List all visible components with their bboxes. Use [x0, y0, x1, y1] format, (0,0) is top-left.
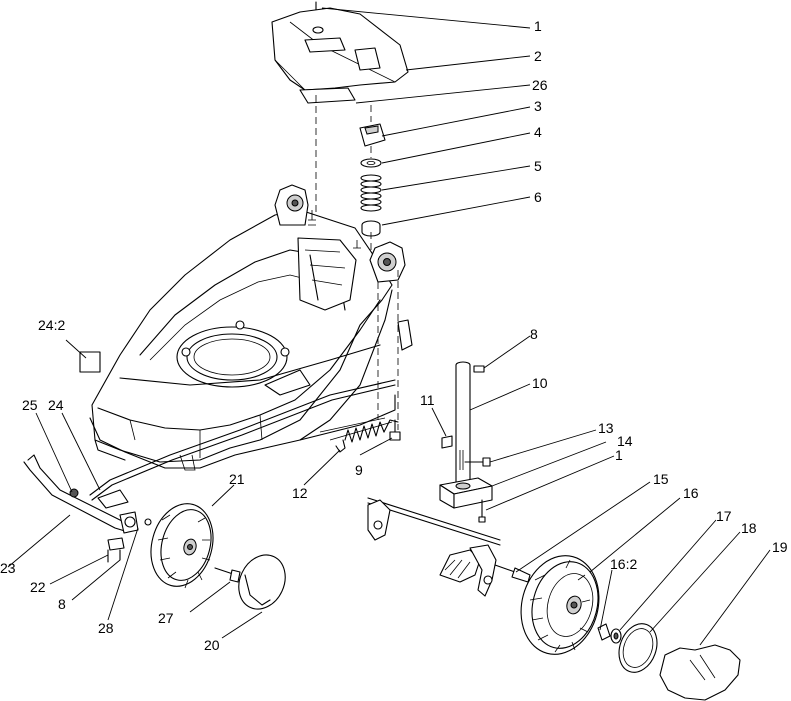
callout-4: 4	[534, 124, 542, 140]
callout-3: 3	[534, 98, 542, 114]
front-height-lever	[23, 379, 396, 563]
callout-25: 25	[22, 397, 38, 413]
callout-1-lower: 1	[615, 447, 623, 463]
callout-18: 18	[741, 520, 757, 536]
callout-26: 26	[532, 77, 548, 93]
callout-16-2: 16:2	[610, 556, 637, 572]
callout-22: 22	[30, 579, 46, 595]
callout-20: 20	[204, 637, 220, 653]
callout-15: 15	[653, 471, 669, 487]
callout-14: 14	[617, 433, 633, 449]
callout-9: 9	[355, 462, 363, 478]
callout-17: 17	[716, 508, 732, 524]
height-adjust-post	[439, 361, 493, 523]
leader-lines	[7, 7, 771, 646]
mower-deck	[89, 184, 413, 471]
handle-cover-assembly	[271, 1, 409, 430]
deck-spring	[335, 419, 401, 453]
callout-6: 6	[534, 189, 542, 205]
callout-24-2: 24:2	[38, 317, 65, 333]
callout-10: 10	[532, 375, 548, 391]
callout-8-bottom: 8	[58, 596, 66, 612]
callout-11: 11	[420, 392, 435, 408]
callout-8-top: 8	[530, 326, 538, 342]
rear-wheel	[520, 555, 600, 655]
callout-labels: 1 2 26 3 4 5 6 8 10 24:2 11 13 14 1 25 2…	[0, 18, 788, 653]
callout-19: 19	[772, 539, 788, 555]
callout-5: 5	[534, 158, 542, 174]
callout-23: 23	[0, 560, 16, 576]
callout-12: 12	[292, 485, 308, 501]
spring	[360, 174, 382, 212]
callout-27: 27	[158, 610, 174, 626]
callout-16: 16	[683, 485, 699, 501]
callout-28: 28	[98, 620, 114, 636]
wheel-hardware	[597, 623, 741, 701]
callout-2: 2	[534, 48, 542, 64]
front-wheel	[150, 503, 286, 610]
callout-24: 24	[48, 397, 64, 413]
callout-1: 1	[534, 18, 542, 34]
callout-13: 13	[598, 420, 614, 436]
rear-axle-assembly	[367, 497, 531, 597]
callout-21: 21	[229, 471, 245, 487]
